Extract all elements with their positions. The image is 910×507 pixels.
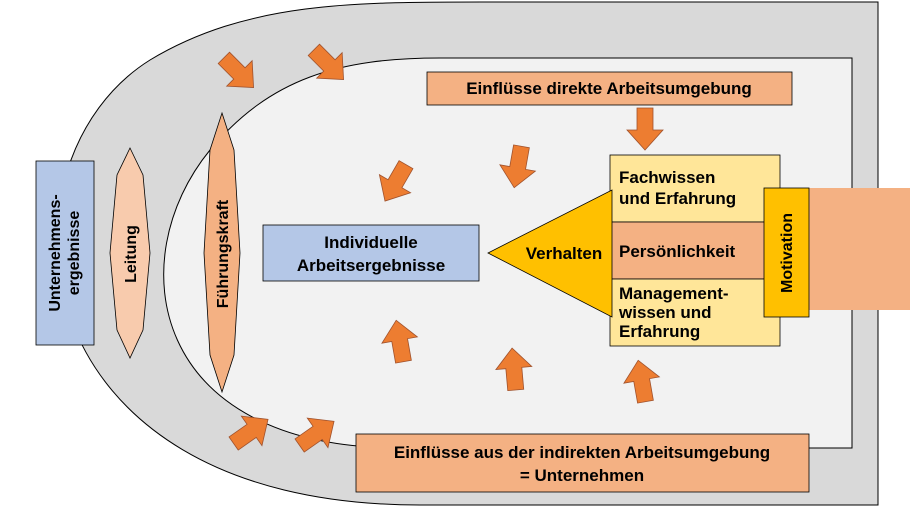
individual-results-box [262,224,480,282]
leadership-shape [109,147,151,359]
motivation-label: Motivation [779,213,796,293]
expertise-box [609,154,781,223]
management-label-2: wissen und [618,303,712,322]
direct-env-box [426,71,793,106]
management-label-3: Erfahrung [619,322,700,341]
indirect-env-label-2: = Unternehmen [520,466,644,485]
leadership-force-label: Führungskraft [215,199,232,308]
leadership-label: Leitung [123,225,140,283]
company-results-label-1: Unternehmens- [47,194,64,311]
expertise-label-2: und Erfahrung [619,189,736,208]
behavior-triangle [487,189,613,318]
management-box [609,278,781,347]
company-results-box [35,160,95,346]
company-results-label-2: ergebnisse [66,211,83,296]
personality-label: Persönlichkeit [619,242,736,261]
motivation-base-block [808,188,910,310]
individual-results-label-2: Arbeitsergebnisse [297,256,445,275]
personality-box [609,221,781,280]
motivation-box [763,187,810,318]
expertise-label-1: Fachwissen [619,168,715,187]
leadership-force-shape [203,111,241,394]
individual-results-label-1: Individuelle [324,233,418,252]
direct-env-label: Einflüsse direkte Arbeitsumgebung [466,79,752,98]
indirect-env-label-1: Einflüsse aus der indirekten Arbeitsumge… [394,443,770,462]
indirect-env-box [355,433,810,493]
management-label-1: Management- [619,284,729,303]
behavior-label: Verhalten [526,244,603,263]
